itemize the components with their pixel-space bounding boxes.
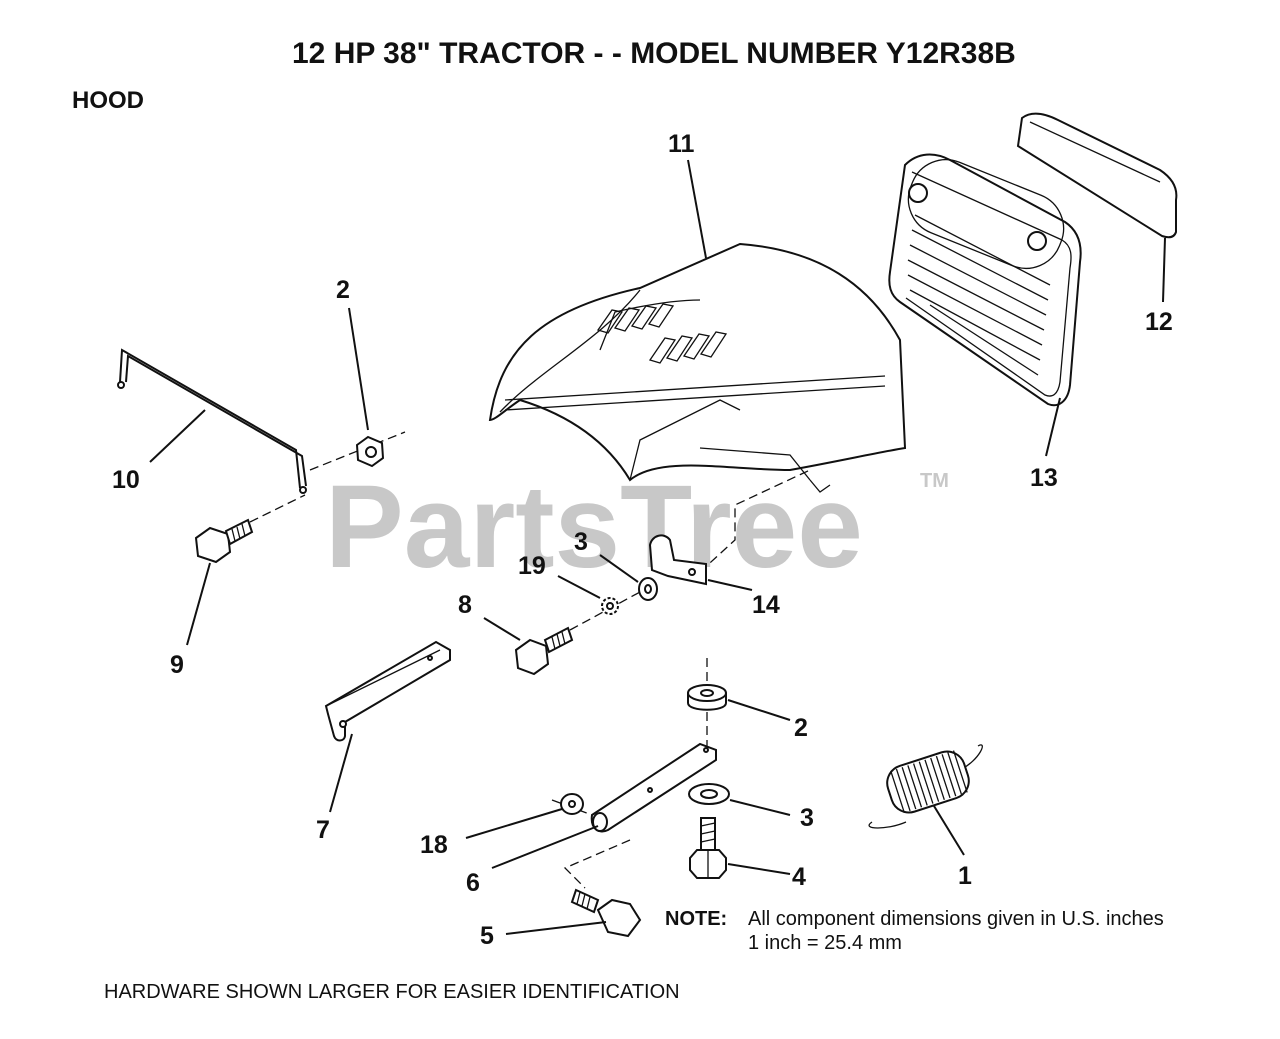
callout-3-lower: 3 bbox=[800, 804, 814, 832]
callout-2-top: 2 bbox=[336, 276, 350, 304]
part-bracket[interactable] bbox=[648, 534, 707, 586]
dimension-note: NOTE: All component dimensions given in … bbox=[665, 908, 1164, 954]
leader-12 bbox=[1162, 237, 1166, 303]
callout-7: 7 bbox=[316, 816, 330, 844]
note-line-2: 1 inch = 25.4 mm bbox=[748, 932, 902, 954]
part-washer-18[interactable] bbox=[560, 793, 584, 815]
part-star-washer[interactable] bbox=[601, 597, 619, 615]
callout-8: 8 bbox=[458, 591, 472, 619]
part-bolt-4[interactable] bbox=[689, 817, 727, 879]
leader-2-lower bbox=[727, 699, 791, 721]
callout-10: 10 bbox=[112, 466, 140, 494]
part-nut-lower[interactable] bbox=[687, 684, 727, 711]
leader-3-upper bbox=[599, 554, 639, 583]
watermark-trademark: TM bbox=[920, 470, 949, 492]
note-label: NOTE: bbox=[665, 908, 727, 930]
footer-note: HARDWARE SHOWN LARGER FOR EASIER IDENTIF… bbox=[104, 981, 680, 1003]
note-line-1: All component dimensions given in U.S. i… bbox=[748, 908, 1164, 930]
callout-3-upper: 3 bbox=[574, 528, 588, 556]
leader-18 bbox=[465, 808, 563, 839]
part-hood[interactable] bbox=[488, 242, 907, 493]
axis-bolt-9 bbox=[249, 494, 306, 523]
leader-3-lower bbox=[729, 799, 791, 816]
axis-bracket bbox=[699, 469, 811, 573]
diagram-title: 12 HP 38" TRACTOR - - MODEL NUMBER Y12R3… bbox=[292, 37, 1016, 70]
part-spring[interactable] bbox=[868, 744, 983, 829]
leader-5 bbox=[505, 921, 607, 935]
callout-4: 4 bbox=[792, 863, 806, 891]
leader-10 bbox=[149, 409, 206, 463]
leader-13 bbox=[1045, 397, 1061, 457]
callout-18: 18 bbox=[420, 831, 448, 859]
callout-12: 12 bbox=[1145, 308, 1173, 336]
leader-1 bbox=[933, 805, 965, 856]
callout-11: 11 bbox=[668, 130, 695, 158]
part-washer-upper[interactable] bbox=[638, 577, 658, 601]
part-lens[interactable] bbox=[1016, 112, 1178, 239]
callout-2-lower: 2 bbox=[794, 714, 808, 742]
leader-9 bbox=[186, 562, 211, 646]
leader-6 bbox=[491, 825, 599, 869]
part-bolt-5[interactable] bbox=[570, 888, 642, 938]
leader-7 bbox=[329, 733, 353, 813]
part-grille[interactable] bbox=[888, 149, 1082, 407]
callout-14: 14 bbox=[752, 591, 780, 619]
watermark: PartsTree TM bbox=[325, 461, 949, 593]
part-support-bar[interactable] bbox=[324, 640, 451, 742]
callout-6: 6 bbox=[466, 869, 480, 897]
part-bolt-9[interactable] bbox=[194, 518, 254, 564]
callout-19: 19 bbox=[518, 552, 546, 580]
watermark-text: PartsTree bbox=[325, 461, 863, 593]
callout-13: 13 bbox=[1030, 464, 1058, 492]
leader-4 bbox=[727, 863, 791, 875]
part-nut-top[interactable] bbox=[355, 435, 385, 468]
axis-bolt-5 bbox=[563, 839, 631, 889]
callout-1: 1 bbox=[958, 862, 972, 890]
leader-19 bbox=[557, 575, 601, 599]
part-washer-lower[interactable] bbox=[688, 783, 730, 805]
leader-2-top bbox=[348, 307, 369, 431]
part-hood-rod[interactable] bbox=[117, 348, 307, 494]
section-label: HOOD bbox=[72, 87, 144, 114]
leader-11 bbox=[687, 159, 707, 259]
part-bolt-8[interactable] bbox=[514, 626, 574, 676]
callout-5: 5 bbox=[480, 922, 494, 950]
axis-nut-top bbox=[309, 431, 406, 471]
leader-8 bbox=[483, 617, 521, 641]
callout-9: 9 bbox=[170, 651, 184, 679]
leader-14 bbox=[707, 579, 753, 591]
